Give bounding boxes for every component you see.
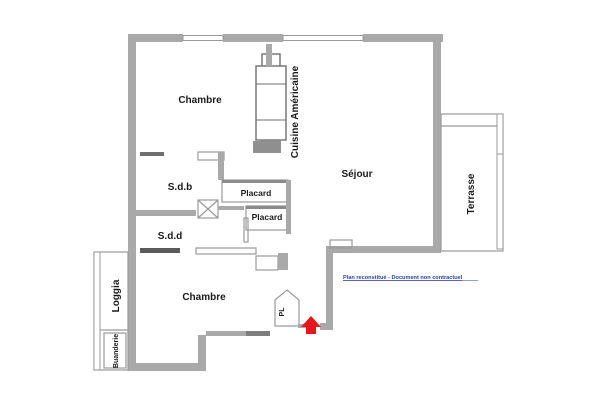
kitchen-counter xyxy=(253,44,287,153)
label-cuisine: Cuisine Américaine xyxy=(290,65,301,158)
label-buanderie: Buanderie xyxy=(113,334,120,368)
label-loggia: Loggia xyxy=(111,279,122,312)
label-placard-1: Placard xyxy=(241,188,272,198)
label-sdb: S.d.b xyxy=(168,182,192,193)
loggia-outline xyxy=(93,251,129,371)
interior-walls xyxy=(136,151,353,328)
label-sdd: S.d.d xyxy=(158,231,182,242)
label-placard-2: Placard xyxy=(252,212,283,222)
label-chambre-bottom: Chambre xyxy=(182,292,226,303)
label-terrasse: Terrasse xyxy=(466,173,477,214)
entrance-arrow-icon xyxy=(301,316,321,334)
label-pl: PL xyxy=(279,307,286,317)
label-sejour: Séjour xyxy=(341,169,372,180)
disclaimer-text: Plan reconstitué - Document non contract… xyxy=(343,275,463,281)
label-chambre-top: Chambre xyxy=(178,95,222,106)
exterior-walls xyxy=(128,34,443,371)
terrasse-outline xyxy=(440,113,504,252)
